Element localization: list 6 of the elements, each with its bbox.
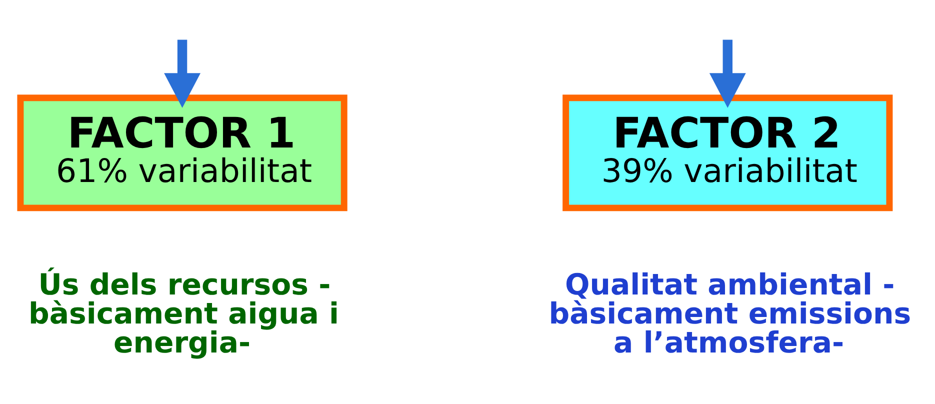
node-box: FACTOR 2 39% variabilitat [562,94,893,211]
node-box: FACTOR 1 61% variabilitat [17,94,348,211]
arrow [164,39,200,108]
node-label: Ús dels recursos - bàsicament aigua i energia- [28,266,340,360]
node-label: Qualitat ambiental - bàsicament emissions a l’atmosfera- [548,266,912,360]
arrow [709,39,746,108]
